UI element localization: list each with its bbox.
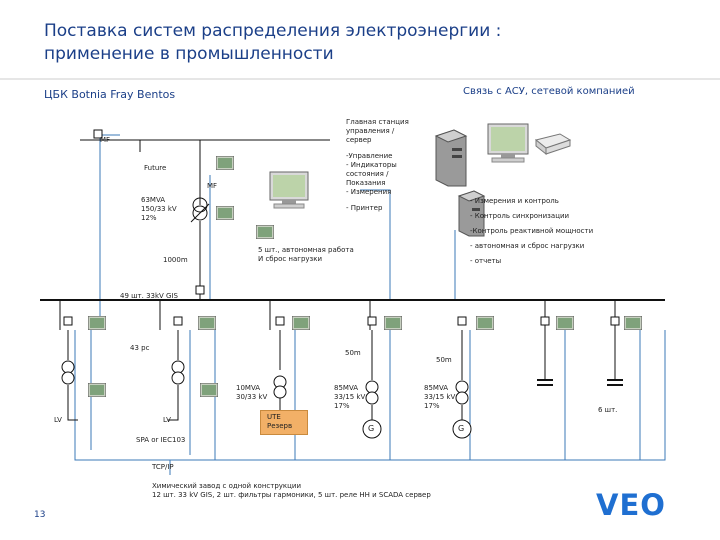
future-label: Future xyxy=(144,164,167,172)
veo-logo: VEO xyxy=(596,488,666,522)
relay-display-icon xyxy=(384,316,402,330)
relay-display-icon xyxy=(88,383,106,397)
server-icon xyxy=(457,190,486,237)
cable-right-label: 50m xyxy=(436,356,452,364)
generator-1-symbol: G xyxy=(368,424,375,433)
relay-display-icon xyxy=(216,206,234,220)
generators xyxy=(362,419,472,439)
lv-label-1: LV xyxy=(54,416,62,424)
transformer-10mva-label: 10MVA 30/33 kV xyxy=(236,384,268,401)
workstation-icon xyxy=(269,171,309,209)
spa-protocol-label: SPA or IEC103 xyxy=(136,436,186,444)
generator-2-symbol: G xyxy=(458,424,465,433)
right-function-1: - Измерения и контроль xyxy=(470,197,559,205)
breakers xyxy=(63,129,620,326)
filters-count-label: 6 шт. xyxy=(598,406,618,414)
relay-display-icon xyxy=(476,316,494,330)
workstation-icon xyxy=(487,123,529,163)
transformers xyxy=(61,197,469,405)
slide-title: Поставка систем распределения электроэне… xyxy=(44,21,502,64)
capacitor-filters xyxy=(537,379,623,386)
main-cable-label: 1000m xyxy=(163,256,188,264)
right-function-3: -Контроль реактивной мощности xyxy=(470,227,594,235)
lv-connections xyxy=(67,400,179,421)
site-name: ЦБК Botnia Fray Bentos xyxy=(44,88,176,101)
autonomous-label: 5 шт., автономная работа И сброс нагрузк… xyxy=(258,246,354,263)
mf-mid-label: MF xyxy=(207,182,218,190)
right-function-4: - автономная и сброс нагрузки xyxy=(470,242,585,250)
mf-top-label: MF xyxy=(100,136,111,144)
generator-1-label: 85MVA 33/15 kV 17% xyxy=(334,384,366,410)
tcpip-label: TCP/IP xyxy=(152,463,174,471)
printer-icon xyxy=(534,133,572,156)
relay-display-icon xyxy=(556,316,574,330)
lv-label-2: LV xyxy=(163,416,171,424)
gis-label: 49 шт. 33kV GIS xyxy=(120,292,178,300)
relay-display-icon xyxy=(216,156,234,170)
page-number: 13 xyxy=(34,510,46,520)
relay-display-icon xyxy=(88,316,106,330)
relay-display-icon xyxy=(256,225,274,239)
main-transformer-label: 63MVA 150/33 kV 12% xyxy=(141,196,177,222)
relay-display-icon xyxy=(624,316,642,330)
cable-left-label: 50m xyxy=(345,349,361,357)
ute-reserve-box: UTE Резерв xyxy=(260,410,308,435)
right-function-5: - отчеты xyxy=(470,257,502,265)
connection-caption: Связь с АСУ, сетевой компанией xyxy=(463,86,635,97)
relay-display-icon xyxy=(200,383,218,397)
title-divider xyxy=(0,78,720,80)
right-function-2: - Контроль синхронизации xyxy=(470,212,570,220)
printer-label: - Принтер xyxy=(346,204,383,212)
relay-display-icon xyxy=(198,316,216,330)
generator-2-label: 85MVA 33/15 kV 17% xyxy=(424,384,456,410)
main-station-label: Главная станция управления / сервер xyxy=(346,118,409,144)
station-functions: -Управление - Индикаторы состояния / Пок… xyxy=(346,152,397,196)
pc-count-label: 43 pc xyxy=(130,344,150,352)
relay-display-icon xyxy=(292,316,310,330)
footer-summary: Химический завод с одной конструкции 12 … xyxy=(152,482,431,499)
server-icon xyxy=(434,129,468,187)
